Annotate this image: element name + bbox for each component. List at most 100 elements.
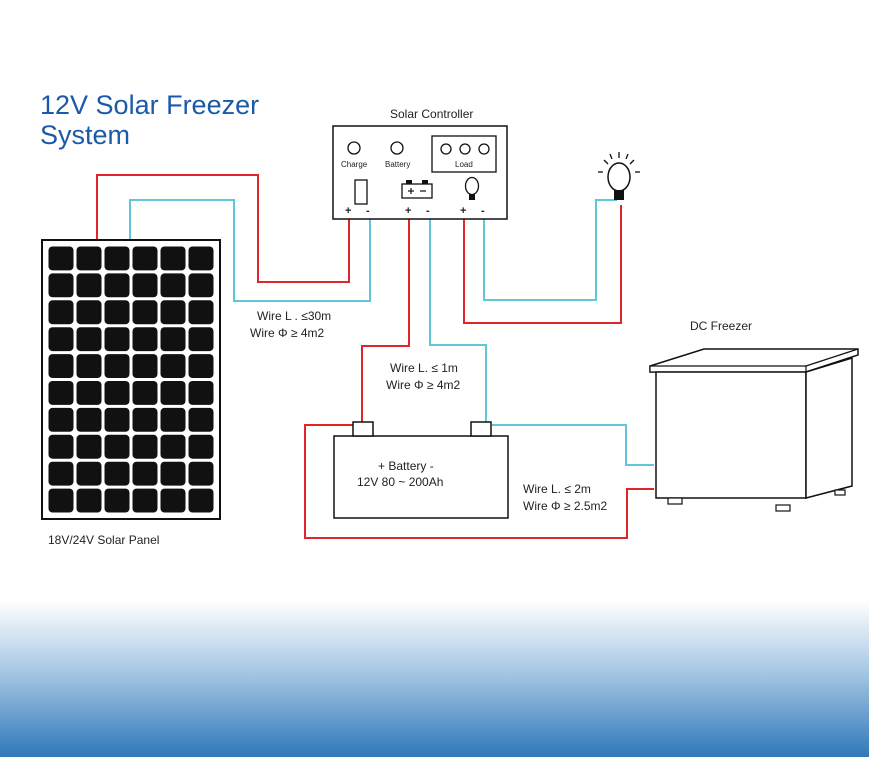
load-plus-sign: + (460, 205, 466, 217)
wire-freezer-length: Wire L. ≤ 2m (523, 482, 591, 496)
page-title: 12V Solar Freezer System (40, 90, 259, 150)
solar-cell (188, 327, 214, 352)
solar-cell (104, 273, 130, 298)
solar-cell (188, 407, 214, 432)
solar-cell (160, 300, 186, 325)
solar-cell (160, 488, 186, 513)
solar-cell (160, 246, 186, 271)
charge-minus-sign: - (366, 205, 370, 217)
light-bulb-icon (598, 152, 640, 200)
battery-minus-sign: - (426, 205, 430, 217)
solar-cell (76, 381, 102, 405)
load-minus-sign: - (481, 205, 485, 217)
solar-cell (104, 407, 130, 432)
solar-cell (132, 327, 158, 352)
solar-cell (160, 327, 186, 352)
solar-cell (160, 407, 186, 432)
load-box (431, 135, 497, 173)
battery-terminal-icon (401, 180, 433, 199)
solar-cell (48, 246, 74, 271)
battery-label: Battery (385, 160, 410, 169)
wire-panel-diameter: Wire Φ ≥ 4m2 (250, 326, 324, 340)
freezer-positive-wire (304, 424, 654, 539)
battery-positive-terminal (352, 421, 374, 437)
solar-cell (160, 381, 186, 405)
solar-cell (132, 381, 158, 405)
solar-cell (76, 246, 102, 271)
solar-cell (160, 354, 186, 378)
battery-negative-terminal (470, 421, 492, 437)
solar-controller: Solar Controller Charge Battery Load + -… (332, 107, 508, 220)
solar-cell (48, 488, 74, 513)
solar-cell (104, 354, 130, 378)
solar-cell (76, 327, 102, 352)
solar-cell (132, 246, 158, 271)
solar-cell (188, 246, 214, 271)
solar-cell (76, 354, 102, 378)
load-led-icon (440, 143, 452, 155)
solar-cell (76, 407, 102, 432)
charge-led-icon (347, 141, 361, 155)
solar-cell (160, 273, 186, 298)
battery-plus-sign: + (405, 205, 411, 217)
solar-cell (104, 434, 130, 459)
solar-cell (132, 273, 158, 298)
solar-cell (48, 273, 74, 298)
wires (96, 174, 654, 539)
solar-cell (188, 381, 214, 405)
solar-cell (48, 407, 74, 432)
solar-panel (41, 239, 221, 520)
battery: + Battery - 12V 80 ~ 200Ah (333, 421, 509, 519)
dc-freezer: DC Freezer (649, 319, 859, 512)
solar-cell (48, 381, 74, 405)
solar-cell (48, 300, 74, 325)
solar-cell (104, 488, 130, 513)
solar-cell (76, 434, 102, 459)
solar-cell (188, 434, 214, 459)
solar-cell (132, 407, 158, 432)
freezer-negative-wire (492, 424, 654, 466)
panel-positive-wire (96, 174, 350, 283)
charge-plus-sign: + (345, 205, 351, 217)
solar-cell (48, 354, 74, 378)
load-label: Load (455, 160, 473, 169)
wire-panel-length: Wire L . ≤30m (257, 309, 331, 323)
solar-cell (188, 461, 214, 486)
solar-cell (188, 300, 214, 325)
panel-label: 18V/24V Solar Panel (48, 533, 159, 547)
footer-gradient (0, 600, 869, 757)
panel-terminal-icon (354, 179, 368, 205)
controller-title: Solar Controller (390, 107, 473, 121)
solar-cell (76, 300, 102, 325)
solar-cell (188, 354, 214, 378)
wire-freezer-diameter: Wire Φ ≥ 2.5m2 (523, 499, 608, 513)
battery-title: + Battery - (378, 459, 434, 473)
solar-cell (132, 461, 158, 486)
wire-battery-diameter: Wire Φ ≥ 4m2 (386, 378, 460, 392)
load-led-icon (478, 143, 490, 155)
wire-battery-length: Wire L. ≤ 1m (390, 361, 458, 375)
solar-cell (48, 327, 74, 352)
solar-cell (104, 461, 130, 486)
charge-label: Charge (341, 160, 368, 169)
solar-cell (76, 488, 102, 513)
solar-cell (104, 246, 130, 271)
freezer-label: DC Freezer (690, 319, 752, 333)
solar-cell (48, 434, 74, 459)
panel-negative-wire (129, 199, 371, 302)
solar-cell (132, 488, 158, 513)
battery-capacity: 12V 80 ~ 200Ah (357, 475, 443, 489)
solar-cell (104, 381, 130, 405)
battery-negative-wire (429, 217, 487, 422)
battery-led-icon (390, 141, 404, 155)
solar-cell (76, 461, 102, 486)
solar-cell (188, 488, 214, 513)
load-negative-wire (483, 199, 617, 301)
load-positive-wire (463, 205, 622, 324)
bulb-terminal-icon (464, 176, 480, 200)
battery-positive-wire (361, 217, 410, 422)
solar-cell (104, 300, 130, 325)
solar-cell (132, 434, 158, 459)
solar-cell (48, 461, 74, 486)
